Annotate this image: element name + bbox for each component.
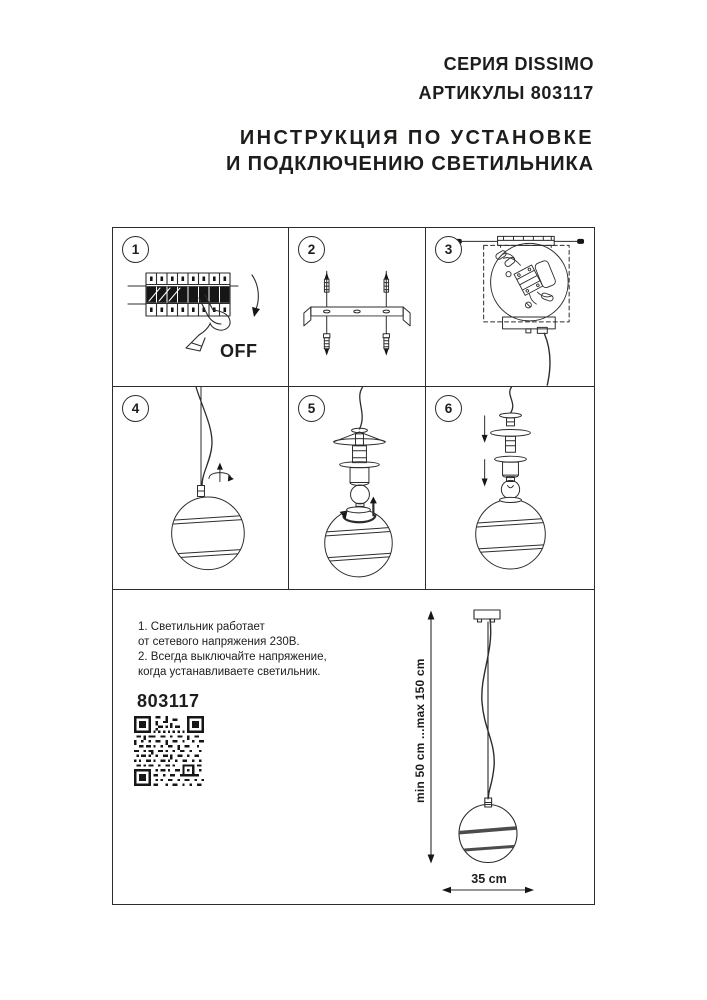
grid-divider xyxy=(113,589,594,591)
wiring-connection-drawing xyxy=(454,235,585,386)
safety-notes: 1. Светильник работает от сетевого напря… xyxy=(138,620,327,680)
article-number: 803117 xyxy=(137,691,200,711)
note-line: от сетевого напряжения 230В. xyxy=(138,636,300,648)
off-label: OFF xyxy=(220,341,258,361)
step-5-panel: 5 xyxy=(289,387,425,589)
grid-divider xyxy=(288,228,290,589)
note-line: когда устанавливаете светильник. xyxy=(138,666,321,678)
mounting-bracket-drawing xyxy=(303,270,411,356)
page-title-line1: ИНСТРУКЦИЯ ПО УСТАНОВКЕ xyxy=(239,127,594,149)
instruction-grid: 1 xyxy=(112,227,595,905)
articles-label: АРТИКУЛЫ 803117 xyxy=(418,83,594,103)
pendant-globe-drawing xyxy=(171,387,245,571)
assembly-lowering-drawing xyxy=(475,387,546,570)
grid-divider xyxy=(113,386,594,388)
grid-divider xyxy=(425,228,427,589)
step-number: 2 xyxy=(298,236,325,263)
page-title-line2: И ПОДКЛЮЧЕНИЮ СВЕТИЛЬНИКА xyxy=(225,153,594,175)
qr-code-icon xyxy=(134,716,204,786)
width-dimension-label: 35 cm xyxy=(471,872,507,886)
step-3-panel: 3 xyxy=(426,228,594,386)
pendant-dimension-drawing xyxy=(427,609,534,894)
note-line: 2. Всегда выключайте напряжение, xyxy=(138,651,327,663)
series-label: СЕРИЯ DISSIMO xyxy=(443,54,594,74)
step-6-panel: 6 xyxy=(426,387,594,589)
step-number: 3 xyxy=(435,236,462,263)
step-1-panel: 1 xyxy=(113,228,288,386)
step-number: 5 xyxy=(298,395,325,422)
step-2-panel: 2 xyxy=(289,228,425,386)
step-number: 6 xyxy=(435,395,462,422)
step-number: 1 xyxy=(122,236,149,263)
note-line: 1. Светильник работает xyxy=(138,621,265,633)
height-dimension-label: min 50 cm ...max 150 cm xyxy=(413,658,427,804)
bulb-install-drawing xyxy=(324,387,393,578)
step-number: 4 xyxy=(122,395,149,422)
step-4-panel: 4 xyxy=(113,387,288,589)
summary-panel: 1. Светильник работает от сетевого напря… xyxy=(113,590,594,904)
breaker-switch-off-drawing xyxy=(127,272,260,352)
